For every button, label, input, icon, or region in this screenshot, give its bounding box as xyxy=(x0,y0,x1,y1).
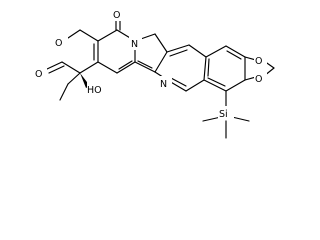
atom-label-ring-nitrogen-upper: N xyxy=(131,39,138,50)
pyrroline-ring xyxy=(134,33,168,73)
atom-label-ring-nitrogen-lower: N xyxy=(160,79,167,90)
structure-diagram: O O O N N HO O O Si xyxy=(35,10,275,139)
atom-label-lactone-oxygen: O xyxy=(55,38,62,49)
pyridine-ring xyxy=(154,44,207,92)
ethyl-group xyxy=(59,72,81,101)
benzene-ring xyxy=(203,45,246,92)
atom-label-silicon: Si xyxy=(219,109,228,120)
atom-label-ketone-oxygen: O xyxy=(113,10,120,21)
molecule-canvas: O O O N N HO O O Si xyxy=(35,10,275,139)
atom-label-hydroxyl: HO xyxy=(87,85,102,96)
atom-label-lactone-carbonyl-oxygen: O xyxy=(35,69,42,80)
atom-label-dioxole-oxygen-lower: O xyxy=(255,74,262,85)
lactone-carbonyl xyxy=(46,61,65,74)
lactone-ring xyxy=(61,29,99,74)
atom-label-dioxole-oxygen-upper: O xyxy=(255,56,262,67)
